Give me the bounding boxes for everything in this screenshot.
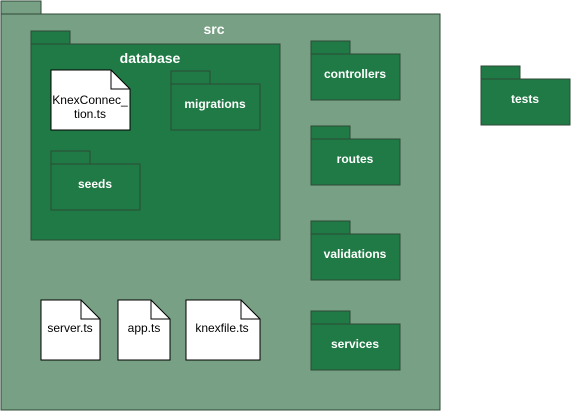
package-validations[interactable]: validations (310, 220, 401, 281)
file-knexfile-fold (240, 300, 260, 320)
package-services[interactable]: services (310, 310, 401, 371)
package-controllers-tab (310, 40, 351, 55)
package-services-tab (310, 310, 351, 325)
package-controllers-label: controllers (324, 67, 386, 81)
file-knex-connection[interactable]: KnexConnec_ tion.ts (50, 69, 131, 131)
file-server-shape (40, 299, 101, 361)
file-knexfile[interactable]: knexfile.ts (185, 299, 261, 361)
file-knex-connection-label-line2: tion.ts (74, 107, 106, 121)
package-migrations[interactable]: migrations (170, 70, 261, 131)
package-migrations-body (170, 83, 261, 131)
package-tests-tab (480, 65, 521, 80)
package-seeds-label: seeds (78, 177, 112, 191)
package-seeds-body (50, 163, 141, 211)
package-database-tab (30, 30, 71, 45)
package-validations-body (310, 233, 401, 281)
file-knexfile-label: knexfile.ts (195, 321, 248, 335)
package-tests-body (480, 78, 571, 126)
file-app-fold (150, 300, 170, 320)
package-seeds-tab (50, 150, 91, 165)
package-migrations-tab (170, 70, 211, 85)
package-src-tab (0, 0, 42, 15)
package-controllers[interactable]: controllers (310, 40, 401, 101)
file-knex-connection-label-line1: KnexConnec_ (52, 93, 128, 107)
package-tests[interactable]: tests (480, 65, 571, 126)
package-routes-tab (310, 125, 351, 140)
package-validations-tab (310, 220, 351, 235)
file-server[interactable]: server.ts (40, 299, 101, 361)
file-server-fold (80, 300, 100, 320)
package-migrations-label: migrations (184, 97, 246, 111)
file-knex-connection-shape (50, 69, 131, 131)
file-knex-connection-fold (110, 70, 130, 90)
package-validations-label: validations (324, 247, 387, 261)
package-seeds[interactable]: seeds (50, 150, 141, 211)
file-app[interactable]: app.ts (117, 299, 171, 361)
package-src-label: src (203, 21, 224, 37)
package-routes[interactable]: routes (310, 125, 401, 186)
package-services-body (310, 323, 401, 371)
package-database-label: database (120, 50, 181, 66)
package-tests-label: tests (511, 92, 539, 106)
package-controllers-body (310, 53, 401, 101)
file-app-label: app.ts (128, 321, 161, 335)
file-server-label: server.ts (47, 321, 92, 335)
file-app-shape (117, 299, 171, 361)
package-routes-label: routes (337, 152, 374, 166)
package-routes-body (310, 138, 401, 186)
package-services-label: services (331, 337, 379, 351)
